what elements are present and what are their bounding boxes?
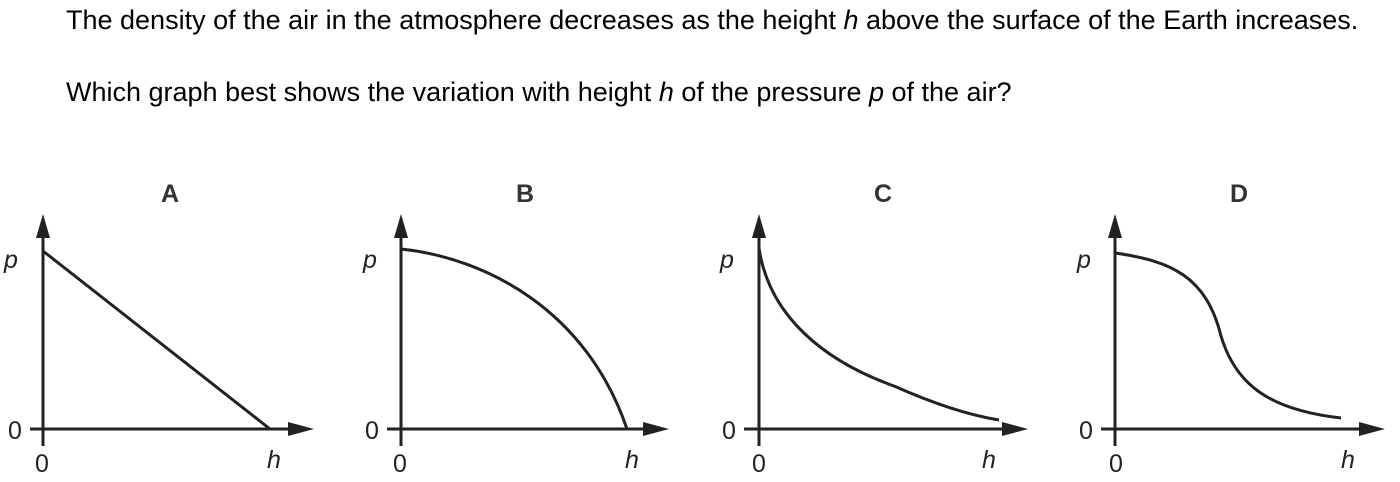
y-axis-arrowhead: [394, 214, 408, 238]
graph-b-axes: [387, 214, 669, 446]
option-d-letter: D: [1229, 180, 1249, 208]
variable-h: h: [658, 77, 674, 107]
h-axis-label: h: [625, 446, 639, 474]
h-axis-label: h: [982, 446, 996, 474]
y-axis-arrowhead: [752, 214, 766, 238]
y-origin-label: 0: [8, 417, 22, 445]
graph-a-axes: [30, 214, 314, 446]
graph-c-axes: [744, 214, 1028, 446]
stem-text: above the surface of the Earth increases…: [858, 5, 1359, 35]
h-axis-label: h: [1341, 446, 1355, 474]
x-origin-label: 0: [752, 450, 766, 478]
option-d-graph[interactable]: D p 0 0 h: [1071, 176, 1400, 482]
y-origin-label: 0: [1079, 417, 1093, 445]
stem-question: Which graph best shows the variation wit…: [66, 74, 1386, 111]
option-c-graph[interactable]: C p 0 0 h: [714, 176, 1054, 482]
option-c-letter: C: [873, 180, 893, 208]
curve-a: [42, 249, 271, 431]
x-axis-arrowhead: [643, 422, 669, 436]
curve-b: [400, 247, 629, 430]
y-origin-label: 0: [722, 417, 736, 445]
option-b-letter: B: [515, 180, 535, 208]
stem-paragraph-1: The density of the air in the atmosphere…: [66, 2, 1386, 39]
option-b-graph[interactable]: B p 0 0 h: [357, 176, 697, 482]
variable-p: p: [868, 77, 884, 107]
x-axis-arrowhead: [1002, 422, 1028, 436]
curve-c: [757, 247, 1000, 422]
question-stem: The density of the air in the atmosphere…: [66, 2, 1386, 111]
stem-text: The density of the air in the atmosphere…: [66, 5, 844, 35]
p-axis-label: p: [1077, 246, 1091, 274]
stem-text: of the pressure: [673, 77, 869, 107]
y-origin-label: 0: [365, 417, 379, 445]
stem-text: Which graph best shows the variation wit…: [66, 77, 659, 107]
x-origin-label: 0: [393, 450, 407, 478]
p-axis-label: p: [4, 246, 18, 274]
p-axis-label: p: [720, 246, 734, 274]
variable-h: h: [843, 5, 859, 35]
option-a-graph[interactable]: A p 0 0 h: [0, 176, 340, 482]
p-axis-label: p: [363, 246, 377, 274]
curve-d: [1114, 251, 1342, 420]
h-axis-label: h: [267, 446, 281, 474]
graph-d-axes: [1101, 214, 1385, 446]
stem-text: of the air?: [884, 77, 1012, 107]
x-axis-arrowhead: [288, 422, 314, 436]
option-a-letter: A: [160, 180, 180, 208]
y-axis-arrowhead: [36, 214, 50, 238]
y-axis-arrowhead: [1108, 214, 1122, 238]
x-origin-label: 0: [35, 450, 49, 478]
x-origin-label: 0: [1109, 450, 1123, 478]
x-axis-arrowhead: [1359, 422, 1385, 436]
